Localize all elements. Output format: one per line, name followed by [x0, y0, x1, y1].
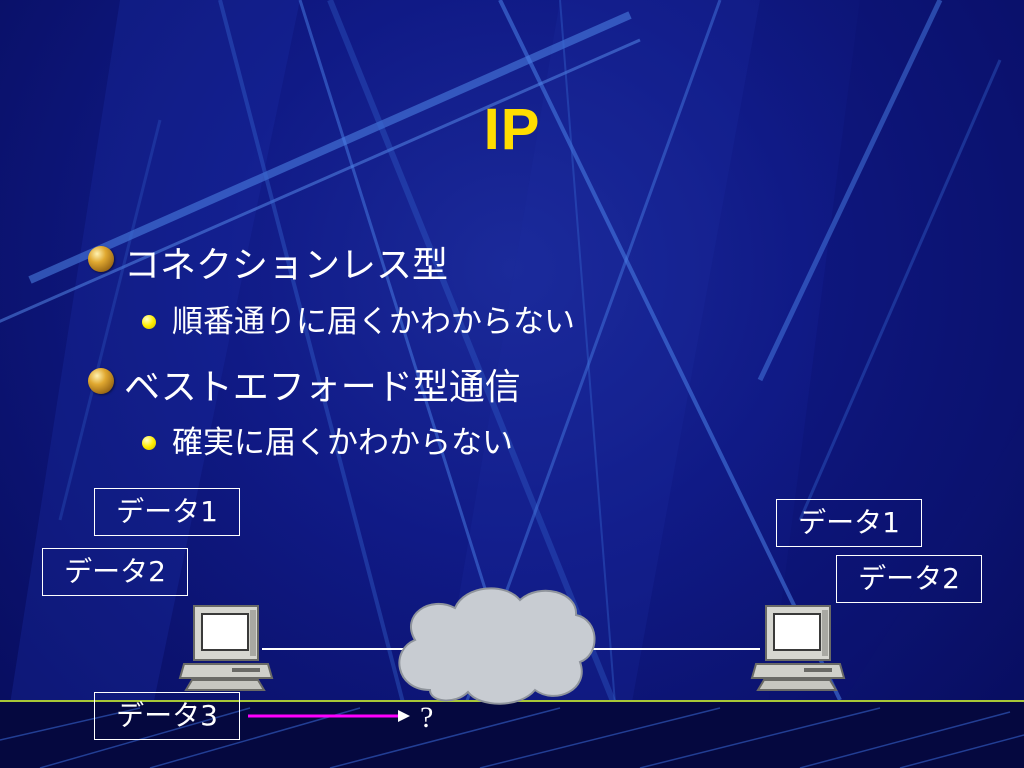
bullet-1: コネクションレス型 [124, 245, 449, 286]
sender-packet-1: データ1 [94, 488, 240, 536]
bullet-dot-icon [142, 436, 156, 450]
bullet-dot-icon [142, 315, 156, 329]
computer-icon [750, 605, 846, 691]
slide-title: IP [483, 97, 541, 162]
bullet-ball-icon [88, 368, 114, 394]
bullet-ball-icon [88, 246, 114, 272]
computer-icon [178, 605, 274, 691]
sender-packet-3: データ3 [94, 692, 240, 740]
receiver-packet-1: データ1 [776, 499, 922, 547]
receiver-packet-2: データ2 [836, 555, 982, 603]
sender-packet-2: データ2 [42, 548, 188, 596]
network-cloud-icon [398, 587, 596, 705]
arrow-icon [248, 710, 410, 722]
unknown-delivery-mark: ? [420, 701, 434, 734]
bullet-1-sub-1: 順番通りに届くかわからない [172, 304, 575, 340]
bullet-2: ベストエフォード型通信 [124, 367, 521, 408]
bullet-2-sub-1: 確実に届くかわからない [172, 425, 513, 461]
